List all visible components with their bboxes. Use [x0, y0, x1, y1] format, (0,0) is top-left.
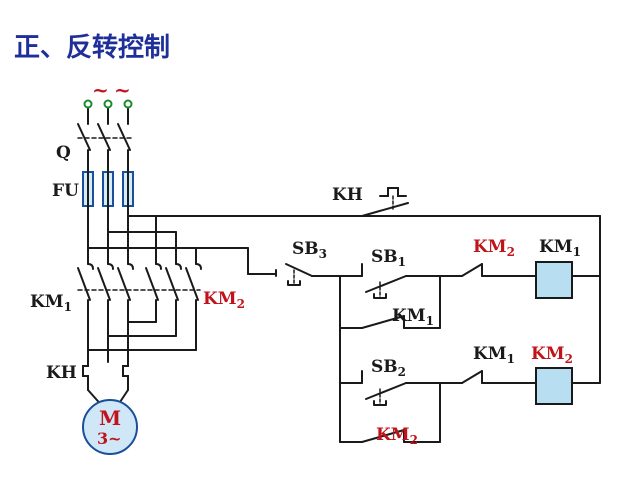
label-fu: FU: [52, 181, 79, 201]
label-km2-aux: KM2: [376, 425, 418, 447]
supply-dots: [83, 99, 133, 109]
thermal-relay-kh-control: [127, 187, 601, 217]
fuses-fu: [82, 171, 134, 207]
page-title: 正、反转控制: [14, 33, 170, 63]
label-q: Q: [56, 143, 71, 163]
label-km1-coil: KM1: [539, 237, 581, 259]
stop-button-sb3: [247, 263, 341, 286]
label-km2-interlock: KM2: [473, 237, 515, 259]
label-km1-main: KM1: [30, 292, 72, 314]
coil-km1: [535, 261, 573, 299]
supply-tilde-left: ~: [92, 78, 109, 102]
contactor-km1-main: [77, 263, 134, 301]
label-sb1: SB1: [371, 247, 406, 269]
motor-letter: M: [99, 406, 121, 430]
supply-terminals: [87, 106, 129, 125]
label-km1-aux: KM1: [392, 306, 434, 328]
label-km2-coil: KM2: [531, 344, 573, 366]
label-sb3: SB3: [292, 239, 327, 261]
label-km2-main: KM2: [203, 289, 245, 311]
coil-km2: [535, 367, 573, 405]
motor-phase: 3~: [97, 429, 122, 448]
reverse-branch: [339, 370, 601, 443]
label-kh-main: KH: [46, 363, 77, 383]
motor: [82, 399, 138, 455]
label-km1-interlock: KM1: [473, 344, 515, 366]
label-kh-control: KH: [332, 185, 363, 205]
forward-branch: [339, 263, 601, 329]
label-sb2: SB2: [371, 357, 406, 379]
breaker-q: [77, 123, 133, 173]
reversal-wiring: [87, 299, 197, 363]
contactor-km2-main: [145, 263, 202, 301]
supply-tilde-right: ~: [114, 78, 131, 102]
